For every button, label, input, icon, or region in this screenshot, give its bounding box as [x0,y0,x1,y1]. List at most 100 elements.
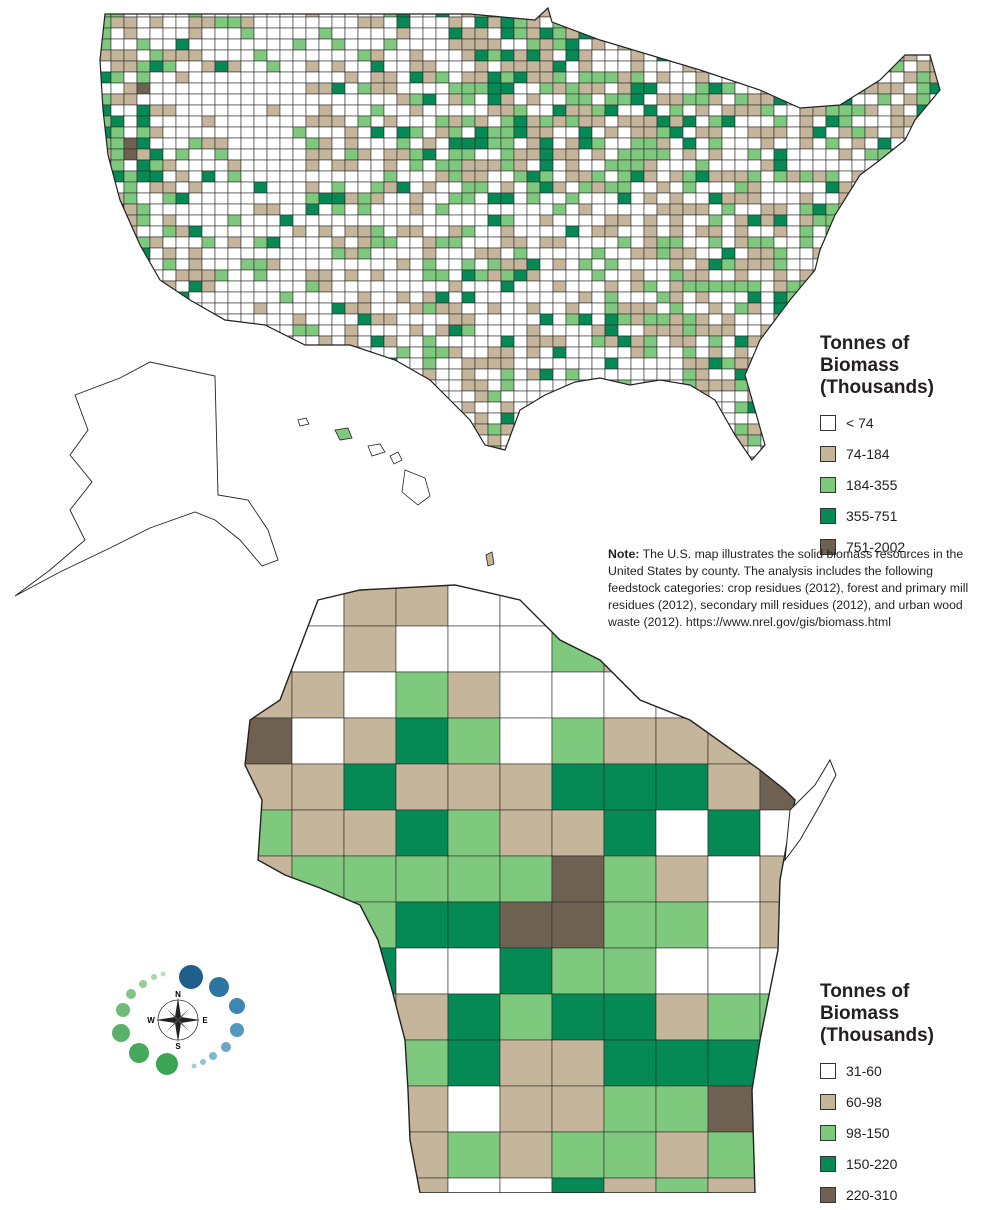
county-cell [890,313,905,326]
county-cell [786,313,801,326]
county-cell [240,269,255,282]
county-cell [110,148,125,161]
county-cell [656,159,671,172]
county-cell [279,456,294,460]
county-cell [565,423,580,436]
county-cell [916,93,931,106]
county-cell [175,27,190,40]
county-cell [565,258,580,271]
county-cell [201,16,216,29]
legend-swatch [820,414,836,431]
county-cell [734,225,749,238]
county-cell [786,203,801,216]
county-cell [100,313,112,326]
county-cell [877,247,892,260]
county-cell [279,16,294,29]
county-cell [370,159,385,172]
county-cell [903,291,918,304]
us-legend-title-line1: Tonnes of Biomass [820,333,910,376]
county-cell [604,302,619,315]
county-cell [565,170,580,183]
county-cell [409,269,424,282]
county-cell [344,170,359,183]
county-cell [655,671,709,719]
county-cell [474,192,489,205]
county-cell [578,137,593,150]
county-cell [734,192,749,205]
county-cell [552,445,567,458]
county-cell [447,717,501,765]
county-cell [344,159,359,172]
county-cell [499,585,553,627]
county-cell [539,280,554,293]
county-cell [435,8,450,18]
county-cell [266,247,281,260]
county-cell [539,412,554,425]
county-cell [435,82,450,95]
county-cell [552,258,567,271]
county-cell [447,585,501,627]
county-cell [617,126,632,139]
county-cell [201,71,216,84]
county-cell [643,192,658,205]
county-cell [448,192,463,205]
county-cell [499,625,553,673]
county-cell [551,671,605,719]
county-cell [487,434,502,447]
county-cell [110,324,125,337]
county-cell [318,181,333,194]
county-cell [708,60,723,73]
county-cell [409,214,424,227]
county-cell [669,225,684,238]
county-cell [812,203,827,216]
county-cell [682,8,697,18]
county-cell [864,302,879,315]
county-cell [487,82,502,95]
county-cell [786,357,801,370]
county-cell [344,368,359,381]
county-cell [214,379,229,392]
county-cell [513,214,528,227]
county-cell [253,357,268,370]
county-cell [292,269,307,282]
county-cell [253,49,268,62]
county-cell [279,104,294,117]
county-cell [565,8,580,18]
county-cell [799,313,814,326]
county-cell [383,115,398,128]
county-cell [903,148,918,161]
county-cell [201,137,216,150]
county-cell [422,258,437,271]
county-cell [396,412,411,425]
county-cell [240,423,255,436]
county-cell [344,126,359,139]
county-cell [422,38,437,51]
county-cell [499,717,553,765]
county-cell [395,809,449,857]
county-cell [266,8,281,18]
county-cell [943,303,956,314]
county-cell [851,192,866,205]
county-cell [656,357,671,370]
county-cell [695,456,710,460]
county-cell [630,104,645,117]
county-cell [214,412,229,425]
county-cell [565,225,580,238]
county-cell [929,49,940,62]
county-cell [695,423,710,436]
county-cell [552,368,567,381]
county-cell [422,445,437,458]
county-cell [188,247,203,260]
county-cell [409,291,424,304]
county-cell [851,159,866,172]
county-cell [188,137,203,150]
county-cell [292,335,307,348]
county-cell [721,313,736,326]
county-cell [435,38,450,51]
county-cell [708,434,723,447]
county-cell [500,16,515,29]
county-cell [591,115,606,128]
county-cell [760,159,775,172]
county-cell [357,148,372,161]
county-cell [799,203,814,216]
